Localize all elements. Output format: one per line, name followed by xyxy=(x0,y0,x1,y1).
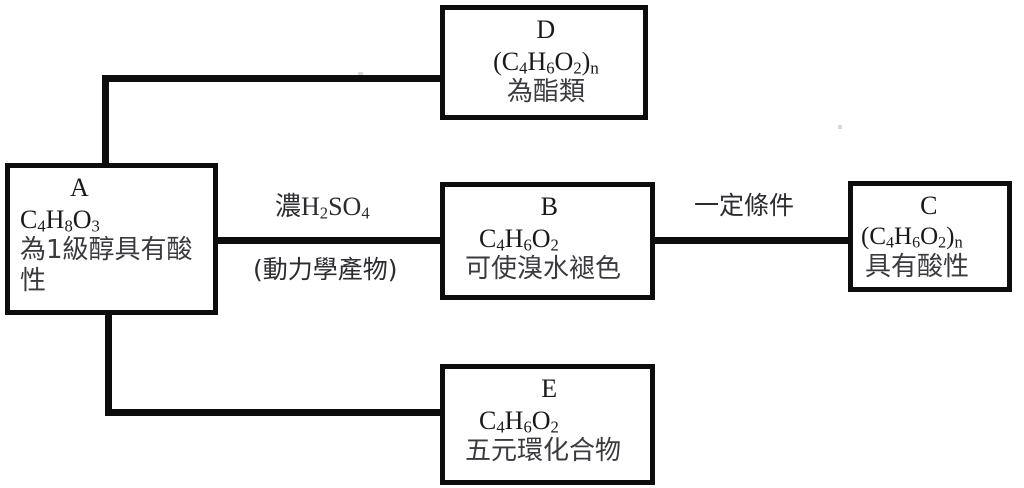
connector-a-to-d-riser xyxy=(102,75,109,170)
node-d[interactable]: D (C4H6O2)n 為酯類 xyxy=(440,5,648,120)
node-d-formula-open: ( xyxy=(493,46,502,76)
edge-label-b-to-c-above: 一定條件 xyxy=(694,191,795,220)
node-d-formula-c-sub: 4 xyxy=(519,58,528,78)
node-c-formula-o: O xyxy=(920,222,939,250)
node-b-tag: B xyxy=(540,192,559,221)
node-e-formula-o-sub: 2 xyxy=(550,417,559,437)
node-d-formula-h: H xyxy=(527,46,547,76)
node-e-formula-c: C xyxy=(479,405,497,435)
node-a-tag: A xyxy=(70,173,90,202)
edge-label-reagent-sub1: 2 xyxy=(319,203,329,223)
node-e-tag: E xyxy=(541,374,558,403)
node-d-formula: (C4H6O2)n xyxy=(459,46,633,78)
node-e-formula: C4H6O2 xyxy=(459,405,640,437)
node-a-formula-o-sub: 3 xyxy=(91,216,100,236)
node-c-formula-open: ( xyxy=(861,222,870,250)
node-c-formula-close: ) xyxy=(946,222,955,250)
node-c-tag: C xyxy=(920,191,938,220)
node-b-formula-o: O xyxy=(531,223,551,253)
node-c-formula-o-sub: 2 xyxy=(938,234,947,252)
node-b-formula: C4H6O2 xyxy=(459,223,640,255)
connector-a-to-b xyxy=(214,237,444,244)
node-d-formula-h-sub: 6 xyxy=(546,58,555,78)
node-d-formula-c: C xyxy=(501,46,520,76)
connector-b-to-c xyxy=(652,237,852,244)
node-d-tag: D xyxy=(536,15,556,44)
node-b-formula-o-sub: 2 xyxy=(550,235,559,255)
node-e-formula-o: O xyxy=(531,405,551,435)
connector-a-to-d-horizontal xyxy=(102,75,445,82)
node-a-formula: C4H8O3 xyxy=(20,204,203,236)
scan-speck xyxy=(838,125,842,129)
node-d-formula-o: O xyxy=(554,46,574,76)
node-c-description: 具有酸性 xyxy=(865,252,970,283)
node-e[interactable]: E C4H6O2 五元環化合物 xyxy=(440,364,655,485)
node-c-formula-n: n xyxy=(954,232,963,252)
node-a-formula-c: C xyxy=(20,204,38,234)
node-a-description: 為1級醇具有酸性 xyxy=(20,235,193,297)
node-a-formula-c-sub: 4 xyxy=(37,216,46,236)
connector-a-to-e-horizontal xyxy=(105,409,445,416)
node-a[interactable]: A C4H8O3 為1級醇具有酸性 xyxy=(5,163,218,315)
node-c-formula: (C4H6O2)n xyxy=(861,222,997,253)
node-e-formula-h-sub: 6 xyxy=(523,417,532,437)
edge-label-reagent-prefix: 濃H xyxy=(275,192,320,221)
node-d-description: 為酯類 xyxy=(506,77,585,108)
node-b[interactable]: B C4H6O2 可使溴水褪色 xyxy=(440,182,655,300)
node-c-formula-h: H xyxy=(894,222,913,250)
node-a-formula-o: O xyxy=(72,204,92,234)
node-e-description: 五元環化合物 xyxy=(465,436,622,467)
edge-label-a-to-b-above: 濃H2SO4 xyxy=(275,186,370,223)
node-e-formula-c-sub: 4 xyxy=(496,417,505,437)
node-e-formula-h: H xyxy=(504,405,524,435)
node-a-formula-h: H xyxy=(45,204,65,234)
edge-label-a-to-b-below: (動力學產物) xyxy=(253,255,398,284)
node-a-formula-h-sub: 8 xyxy=(64,216,73,236)
node-c-formula-h-sub: 6 xyxy=(912,234,921,252)
connector-a-to-e-riser xyxy=(105,311,112,416)
node-b-formula-c: C xyxy=(479,223,497,253)
node-b-formula-c-sub: 4 xyxy=(496,235,505,255)
edge-label-reagent-sub2: 4 xyxy=(361,203,370,223)
node-c[interactable]: C (C4H6O2)n 具有酸性 xyxy=(848,181,1012,292)
node-b-formula-h: H xyxy=(504,223,524,253)
node-b-description: 可使溴水褪色 xyxy=(465,254,622,285)
node-d-formula-o-sub: 2 xyxy=(573,58,582,78)
scan-speck xyxy=(358,72,363,75)
node-d-formula-close: ) xyxy=(581,46,591,76)
node-c-formula-c-sub: 4 xyxy=(886,234,895,252)
edge-label-reagent-mid: SO xyxy=(328,192,362,221)
node-b-formula-h-sub: 6 xyxy=(523,235,532,255)
node-c-formula-c: C xyxy=(869,222,887,250)
node-d-formula-n: n xyxy=(590,58,599,78)
